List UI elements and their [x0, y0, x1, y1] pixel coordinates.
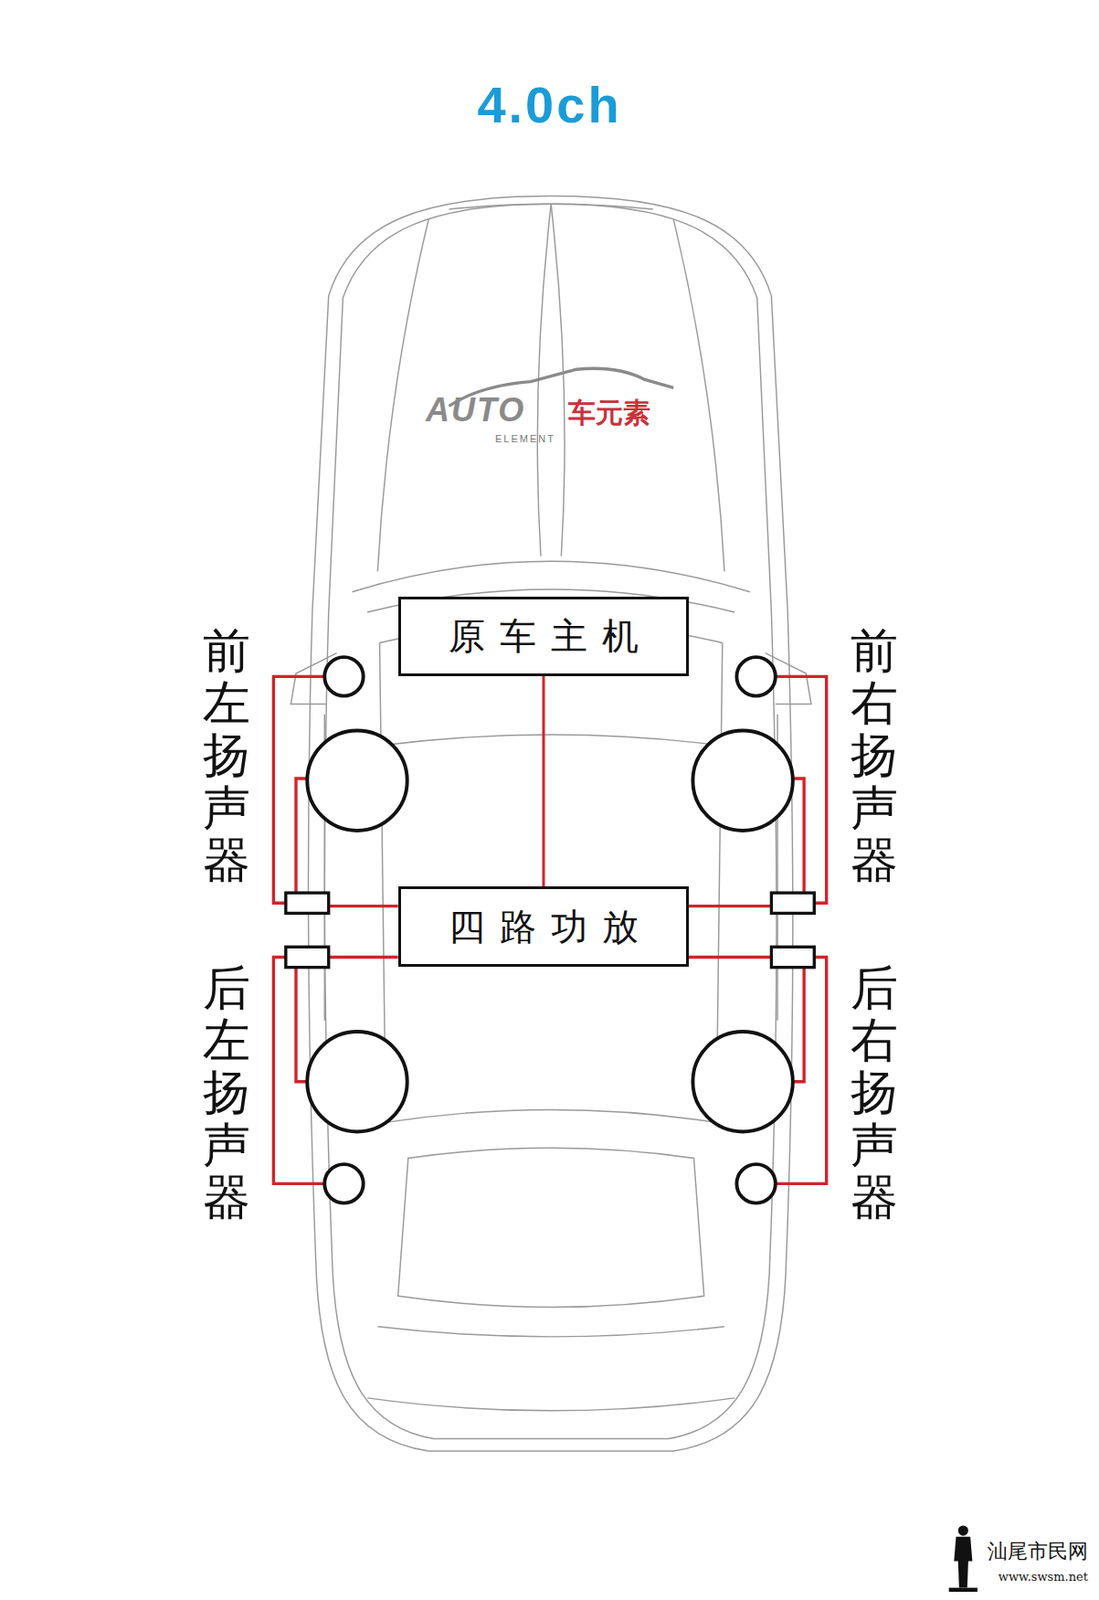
watermark: 汕尾市民网: [987, 1537, 1089, 1565]
speaker-label: 前右扬声器: [850, 624, 899, 887]
logo-text: 车元素: [568, 394, 651, 433]
speaker-label: 后左扬声器: [202, 961, 251, 1224]
speaker-label: 后右扬声器: [850, 961, 899, 1224]
watermark-figure: [949, 1524, 978, 1592]
box-label: 四路功放: [433, 901, 654, 952]
logo-text: AUTO: [425, 390, 526, 430]
process-box: 原车主机: [398, 596, 689, 677]
speaker-label: 前左扬声器: [202, 624, 251, 887]
speaker-symbols: [306, 656, 793, 1203]
car-outline: [290, 195, 812, 1451]
box-label: 原车主机: [433, 611, 654, 662]
watermark: www.swsm.net: [998, 1569, 1089, 1584]
signal-wire: [542, 676, 546, 887]
diagram-title: 4.0ch: [0, 74, 1099, 135]
logo-subtext: ELEMENT: [495, 433, 556, 444]
speaker-wires: [273, 676, 826, 1184]
process-box: 四路功放: [398, 886, 689, 967]
